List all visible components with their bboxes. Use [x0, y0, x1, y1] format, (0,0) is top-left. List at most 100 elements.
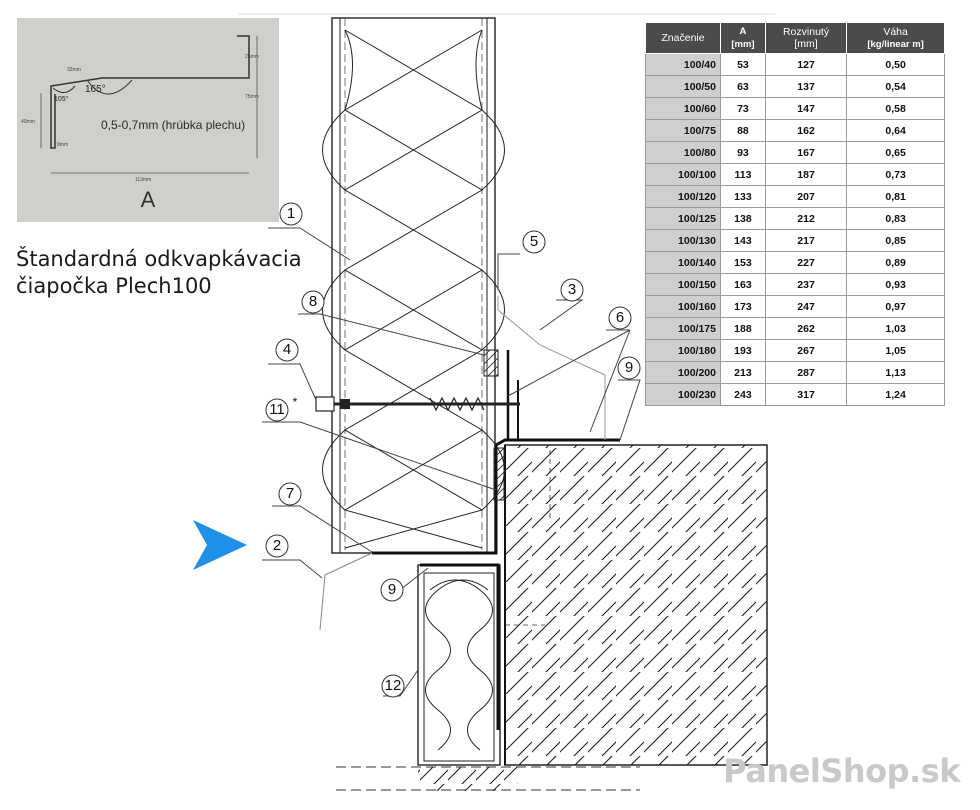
table-cell: 100/125 — [645, 207, 721, 230]
table-cell: 217 — [764, 229, 848, 252]
table-cell: 237 — [764, 273, 848, 296]
lower-panel — [417, 564, 501, 766]
angle-105-label: 105° — [54, 95, 69, 103]
thickness-note: 0,5-0,7mm (hrúbka plechu) — [101, 118, 246, 132]
table-cell: 212 — [764, 207, 848, 230]
table-cell: 167 — [764, 141, 848, 164]
table-cell: 100/130 — [645, 229, 721, 252]
profile-sketch: 165° 105° 32mm 25mm 75mm 40mm 9mm 113mm — [21, 35, 259, 183]
table-cell: 213 — [720, 361, 766, 384]
table-cell: 93 — [720, 141, 766, 164]
table-cell: 0,97 — [846, 295, 945, 318]
table-cell: 137 — [764, 75, 848, 98]
dim-bottom: 113mm — [135, 177, 151, 183]
callout-circles — [265, 202, 641, 698]
callout-8: 8 — [308, 293, 318, 310]
product-title-line-1: Štandardná odkvapkávacia — [16, 247, 302, 271]
header-rozvinuty: Rozvinutý[mm] — [764, 22, 848, 54]
leader-lines — [262, 227, 641, 697]
flashing-profiles — [319, 296, 620, 730]
table-cell: 267 — [764, 339, 848, 362]
callout-6: 6 — [615, 309, 625, 326]
table-cell: 1,24 — [846, 383, 945, 406]
table-cell: 100/100 — [645, 163, 721, 186]
table-cell: 287 — [764, 361, 848, 384]
table-cell: 100/75 — [645, 119, 721, 142]
header-a: A[mm] — [720, 22, 766, 54]
table-cell: 100/175 — [645, 317, 721, 340]
callout-2: 2 — [272, 537, 282, 554]
section-label: A — [140, 187, 156, 212]
table-cell: 0,58 — [846, 97, 945, 120]
table-cell: 0,83 — [846, 207, 945, 230]
callout-4: 4 — [282, 341, 292, 358]
table-cell: 0,73 — [846, 163, 945, 186]
table-cell: 73 — [720, 97, 766, 120]
spec-table-header: Značenie A[mm] Rozvinutý[mm] Váha[kg/lin… — [645, 22, 945, 54]
table-cell: 100/60 — [645, 97, 721, 120]
callout-3: 3 — [567, 281, 577, 298]
product-title-line-2: čiapočka Plech100 — [16, 274, 212, 298]
table-cell: 138 — [720, 207, 766, 230]
angle-165-label: 165° — [85, 84, 106, 95]
table-cell: 100/160 — [645, 295, 721, 318]
screw — [315, 396, 520, 412]
dim-left: 40mm — [21, 119, 35, 125]
table-cell: 127 — [764, 53, 848, 76]
table-cell: 63 — [720, 75, 766, 98]
table-cell: 100/50 — [645, 75, 721, 98]
table-cell: 100/180 — [645, 339, 721, 362]
watermark-logo: PanelShop.sk — [723, 752, 960, 790]
table-cell: 100/230 — [645, 383, 721, 406]
table-cell: 0,50 — [846, 53, 945, 76]
table-cell: 163 — [720, 273, 766, 296]
table-cell: 173 — [720, 295, 766, 318]
spec-table: Značenie A[mm] Rozvinutý[mm] Váha[kg/lin… — [645, 22, 945, 406]
table-cell: 100/140 — [645, 251, 721, 274]
sandwich-panel — [322, 17, 505, 554]
table-cell: 0,93 — [846, 273, 945, 296]
table-cell: 1,05 — [846, 339, 945, 362]
callout-5: 5 — [529, 233, 539, 250]
dim-top: 32mm — [67, 67, 81, 73]
table-cell: 113 — [720, 163, 766, 186]
header-znacenie: Značenie — [645, 22, 721, 54]
table-cell: 88 — [720, 119, 766, 142]
table-cell: 100/120 — [645, 185, 721, 208]
blue-marker-arrow — [193, 520, 247, 570]
table-cell: 153 — [720, 251, 766, 274]
table-cell: 1,13 — [846, 361, 945, 384]
dim-right-top: 25mm — [245, 54, 259, 60]
table-cell: 162 — [764, 119, 848, 142]
table-cell: 0,81 — [846, 185, 945, 208]
table-cell: 0,54 — [846, 75, 945, 98]
header-vaha: Váha[kg/linear m] — [846, 22, 945, 54]
table-cell: 0,65 — [846, 141, 945, 164]
table-cell: 247 — [764, 295, 848, 318]
dim-right: 75mm — [245, 94, 259, 100]
product-title: Štandardná odkvapkávacia čiapočka Plech1… — [16, 246, 302, 300]
table-cell: 53 — [720, 53, 766, 76]
callout-7: 7 — [285, 485, 295, 502]
table-cell: 227 — [764, 251, 848, 274]
callout-9-upper: 9 — [624, 359, 634, 376]
table-cell: 143 — [720, 229, 766, 252]
table-cell: 193 — [720, 339, 766, 362]
table-cell: 188 — [720, 317, 766, 340]
profile-inset: 165° 105° 32mm 25mm 75mm 40mm 9mm 113mm … — [17, 18, 279, 222]
table-cell: 100/200 — [645, 361, 721, 384]
table-cell: 262 — [764, 317, 848, 340]
